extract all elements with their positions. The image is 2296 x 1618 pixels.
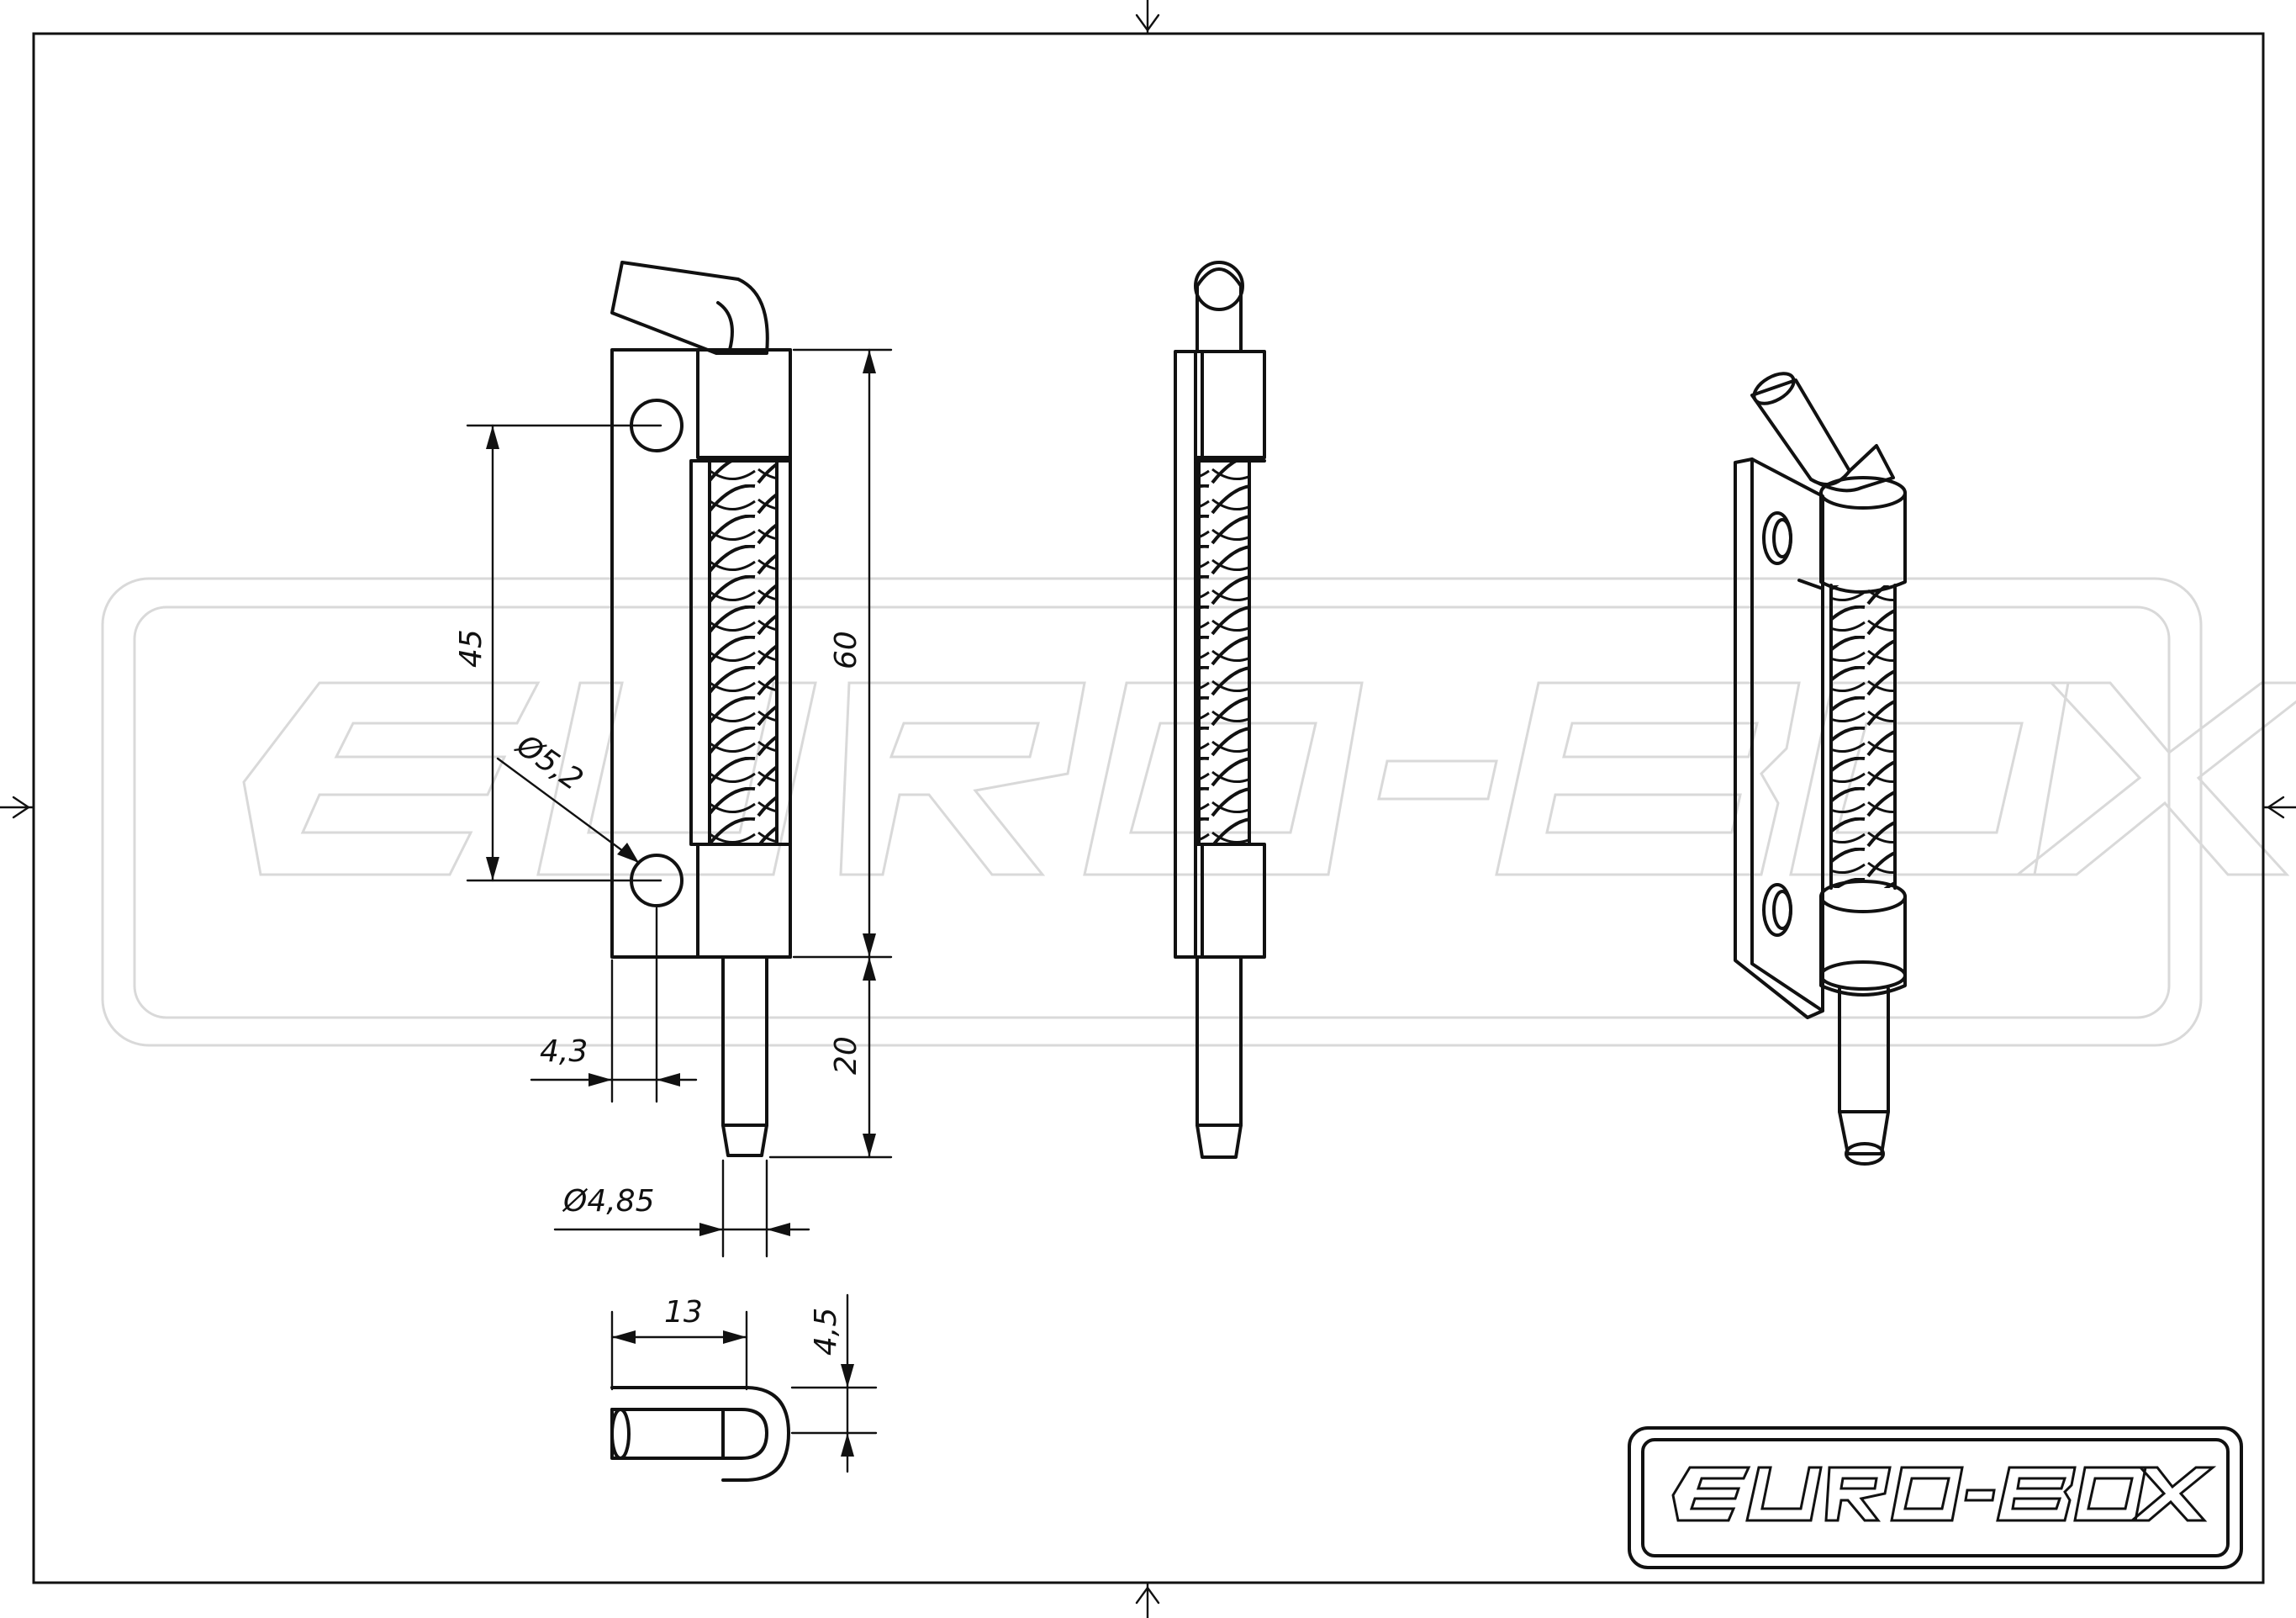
side-view	[1174, 261, 1266, 1159]
bottom-view	[610, 1386, 790, 1482]
pin-handle	[610, 261, 769, 355]
iso-pin	[1838, 987, 1890, 1166]
iso-lower-barrel	[1819, 880, 1907, 997]
brand-logo-letters	[1671, 1466, 2217, 1522]
locking-pin	[721, 955, 768, 1157]
dim-thickness: 4,5	[809, 1308, 843, 1356]
upper-barrel	[696, 348, 792, 459]
isometric-view	[1734, 372, 1907, 1166]
iso-upper-barrel	[1819, 476, 1907, 594]
iso-spring	[1829, 584, 1897, 890]
side-knob	[1196, 267, 1243, 353]
dim-pin-protrusion: 20	[829, 1036, 863, 1075]
center-mark-bottom	[1135, 1581, 1160, 1618]
title-block-logo	[1628, 1426, 2243, 1569]
iso-handle	[1750, 372, 1895, 493]
dim-edge-to-hole: 4,3	[540, 1034, 588, 1069]
dim-body-length: 60	[829, 631, 863, 669]
bottom-dimensions: 13 4,5	[610, 1293, 878, 1473]
dim-hole-diameter: Ø5,2	[509, 727, 589, 798]
side-spring	[1199, 461, 1249, 844]
dim-pin-diameter: Ø4,85	[562, 1184, 655, 1219]
front-dimensions: 45 Ø5,2 60 20 4,3 Ø4,85	[454, 348, 893, 1258]
side-plate	[1174, 350, 1197, 959]
center-mark-top	[1135, 0, 1160, 35]
front-view	[610, 261, 792, 1157]
center-mark-right	[2262, 796, 2296, 819]
dim-hole-spacing: 45	[454, 629, 488, 668]
center-mark-left	[0, 796, 35, 819]
bottom-plate	[610, 1386, 790, 1482]
spring	[710, 461, 777, 844]
dim-width: 13	[664, 1295, 703, 1330]
